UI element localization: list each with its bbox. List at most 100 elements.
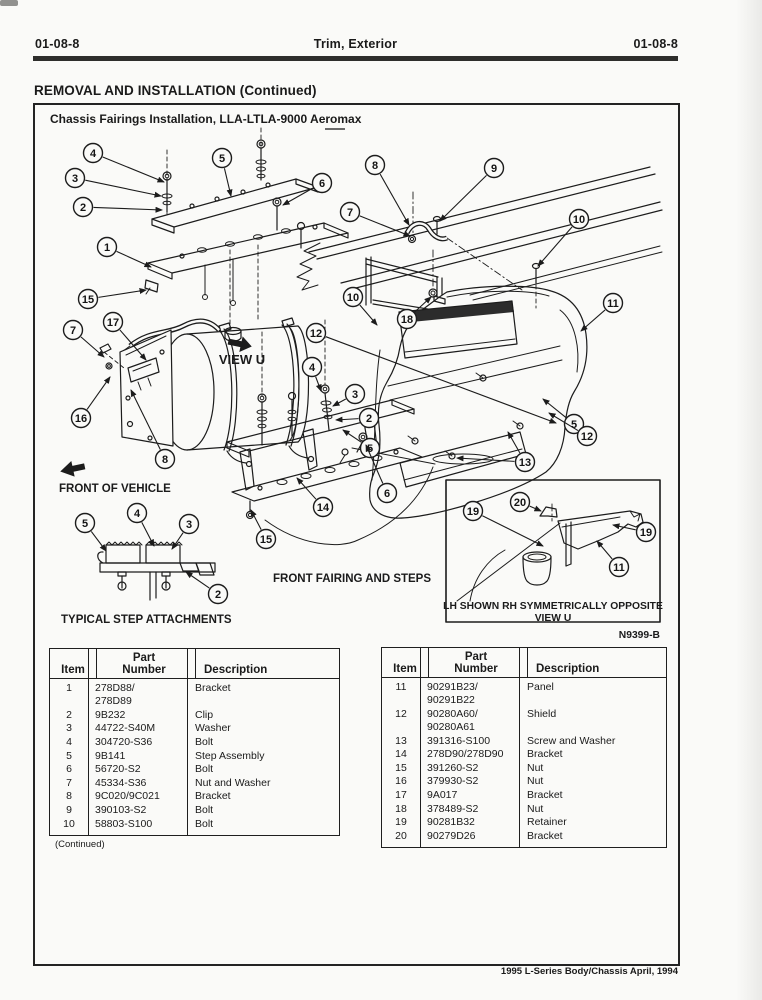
callout-leader <box>456 455 515 462</box>
bracket-arm-assembly <box>365 191 523 318</box>
part-number: 379930-S2 <box>427 775 479 788</box>
part-description: Clip <box>195 708 214 721</box>
callout-leader <box>529 505 542 512</box>
callout-leader <box>439 174 487 222</box>
part-item-number: 13 <box>395 734 407 747</box>
callout-number: 5 <box>219 153 225 165</box>
callout-number: 15 <box>260 534 272 546</box>
callout-number: 12 <box>581 431 593 443</box>
callout-2 <box>207 583 229 605</box>
table-continued-note: (Continued) <box>55 839 105 850</box>
callout-leader <box>342 429 362 443</box>
callout-leader <box>507 431 521 454</box>
part-item-number: 16 <box>395 775 407 788</box>
callout-number: 2 <box>215 589 221 601</box>
front-of-vehicle-arrow-icon <box>60 460 86 477</box>
callout-number: 9 <box>491 163 497 175</box>
callout-number: 10 <box>347 292 359 304</box>
typical-step-section <box>97 541 216 601</box>
part-item-number: 2 <box>66 708 72 721</box>
figure-number: N9399-B <box>619 630 660 641</box>
table-column-divider <box>88 649 90 836</box>
part-description: Bracket <box>195 790 231 803</box>
inset-caption-line2: VIEW U <box>535 613 572 624</box>
callout-7 <box>339 201 361 223</box>
part-description: Panel <box>527 681 554 693</box>
callout-16 <box>70 407 92 429</box>
part-number: 390103-S2 <box>95 803 147 816</box>
callout-number: 19 <box>467 506 479 518</box>
part-number: 278D88/278D89 <box>95 682 135 708</box>
callout-number: 7 <box>347 207 353 219</box>
page-number-right: 01-08-8 <box>633 37 678 51</box>
callout-number: 11 <box>607 298 619 310</box>
part-number: 56720-S2 <box>95 763 141 776</box>
table-column-divider <box>519 648 521 848</box>
callout-number: 19 <box>640 527 652 539</box>
part-description: Nut and Washer <box>195 776 271 789</box>
column-header: Description <box>204 664 268 676</box>
callout-leader <box>332 398 347 407</box>
callout-leader <box>98 288 147 298</box>
callout-2 <box>72 196 94 218</box>
scan-smudge <box>0 0 18 6</box>
callout-leader <box>296 477 317 500</box>
callout-number: 13 <box>519 457 531 469</box>
part-description: Screw and Washer <box>527 734 616 747</box>
part-description: Bracket <box>195 682 231 694</box>
part-item-number: 3 <box>66 722 72 735</box>
part-item-number: 6 <box>66 763 72 776</box>
callout-number: 4 <box>309 362 316 374</box>
part-number: 90280A60/90280A61 <box>427 707 478 734</box>
callout-number: 4 <box>90 148 97 160</box>
part-item-number: 15 <box>395 761 407 774</box>
part-description: Bracket <box>527 748 563 761</box>
column-header: Item <box>50 649 97 678</box>
part-description: Retainer <box>527 816 567 829</box>
callout-leader <box>359 304 378 326</box>
callout-leader <box>315 376 322 392</box>
callout-number: 3 <box>72 173 78 185</box>
front-fairing-panel <box>264 262 588 546</box>
part-item-number: 12 <box>395 707 407 720</box>
callout-number: 1 <box>104 242 110 254</box>
chassis-rails <box>296 166 663 301</box>
part-description: Shield <box>527 707 557 720</box>
callout-leader <box>379 173 410 226</box>
part-number: 9B141 <box>95 749 126 762</box>
callout-2 <box>358 407 380 429</box>
callout-18 <box>396 308 418 330</box>
callout-10 <box>568 208 590 230</box>
header-rule <box>33 56 678 61</box>
part-number: 9A017 <box>427 789 458 801</box>
callout-leader <box>282 187 314 206</box>
callout-3 <box>344 383 366 405</box>
figure-box <box>33 103 680 966</box>
part-description: Bolt <box>195 817 214 830</box>
callout-19 <box>462 500 484 522</box>
callout-leader <box>596 540 613 560</box>
callout-number: 18 <box>401 314 413 326</box>
callout-3 <box>64 167 86 189</box>
callout-number: 3 <box>186 519 192 531</box>
part-item-number: 20 <box>395 829 407 842</box>
callout-12 <box>576 425 598 447</box>
callout-10 <box>342 286 364 308</box>
front-fairing-and-steps-label: FRONT FAIRING AND STEPS <box>273 573 431 585</box>
callout-number: 4 <box>134 508 141 520</box>
